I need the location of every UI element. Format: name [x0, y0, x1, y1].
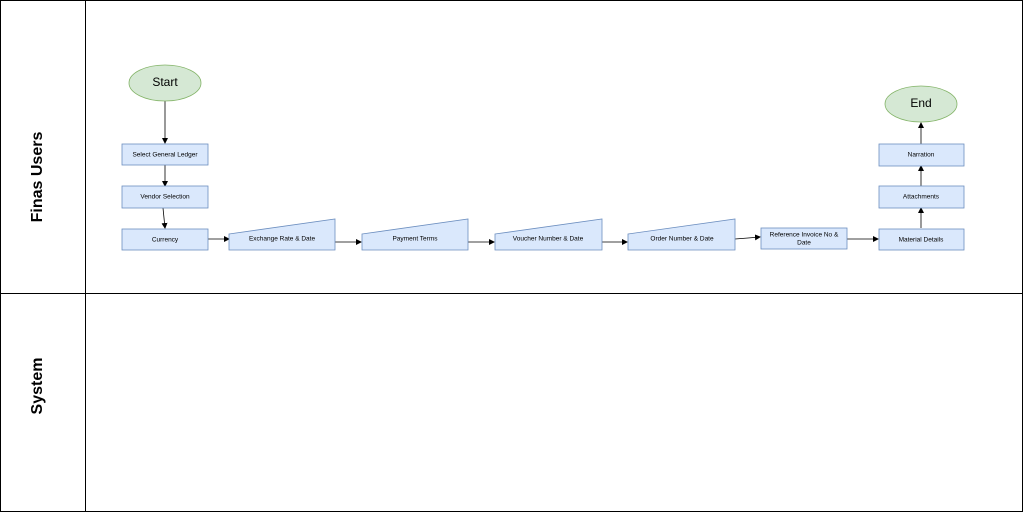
node-start-label: Start: [152, 75, 178, 89]
edge-order-to-reference: [734, 234, 761, 241]
node-attachments: Attachments: [878, 185, 965, 209]
node-order-number-date-label: Order Number & Date: [650, 236, 714, 243]
lane-finas-users: Finas Users: [29, 132, 46, 223]
node-reference-invoice-label-line1: Reference Invoice No &: [770, 232, 839, 239]
node-end-label: End: [910, 96, 931, 110]
node-vendor-selection-label: Vendor Selection: [140, 194, 190, 201]
node-voucher-number-date-label: Voucher Number & Date: [513, 236, 584, 243]
lane-system: System: [29, 358, 46, 415]
node-exchange-rate-date: Exchange Rate & Date: [228, 218, 336, 251]
node-material-details-label: Material Details: [899, 237, 945, 244]
node-material-details: Material Details: [878, 228, 965, 251]
node-vendor-selection: Vendor Selection: [121, 185, 209, 209]
node-start: Start: [128, 64, 202, 102]
node-attachments-label: Attachments: [903, 194, 940, 201]
lane-label-system: System: [29, 358, 46, 415]
node-payment-terms: Payment Terms: [361, 218, 469, 251]
node-end: End: [884, 85, 958, 123]
node-order-number-date: Order Number & Date: [627, 218, 736, 251]
node-payment-terms-label: Payment Terms: [392, 236, 438, 243]
node-reference-invoice: Reference Invoice No & Date: [760, 227, 848, 250]
node-select-general-ledger: Select General Ledger: [121, 143, 209, 166]
node-select-general-ledger-label: Select General Ledger: [132, 152, 198, 159]
lane-label-finas-users: Finas Users: [29, 132, 46, 223]
node-voucher-number-date: Voucher Number & Date: [494, 218, 603, 251]
node-currency-label: Currency: [152, 237, 179, 244]
edges: [161, 101, 924, 245]
node-narration-label: Narration: [908, 152, 935, 159]
node-reference-invoice-label-line2: Date: [797, 240, 811, 247]
node-exchange-rate-date-label: Exchange Rate & Date: [249, 236, 316, 243]
edge-vendor-to-currency: [161, 207, 168, 229]
node-currency: Currency: [121, 228, 209, 251]
node-narration: Narration: [878, 143, 965, 167]
